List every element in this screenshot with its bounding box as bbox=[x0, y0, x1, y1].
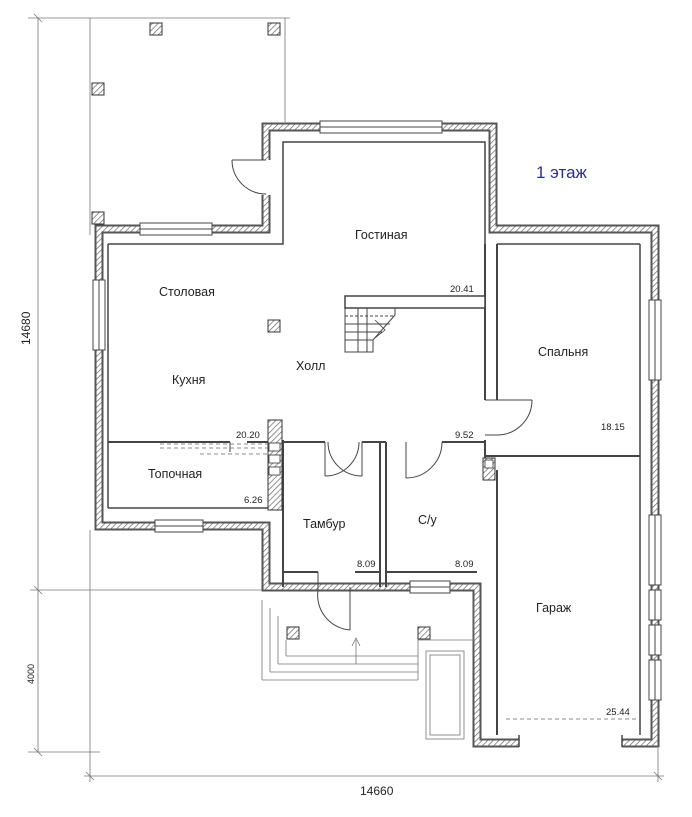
room-name-living: Гостиная bbox=[355, 228, 407, 242]
room-name-bathroom: С/у bbox=[418, 513, 438, 527]
room-name-dining: Столовая bbox=[159, 285, 215, 299]
exterior-walls bbox=[94, 122, 660, 748]
interior-walls bbox=[108, 244, 640, 735]
dimension-total-height: 14680 bbox=[19, 311, 33, 345]
room-name-hall: Холл bbox=[296, 359, 325, 373]
garage-gate bbox=[518, 735, 623, 747]
pipes bbox=[160, 443, 636, 720]
windows bbox=[92, 120, 662, 701]
room-area-hall: 9.52 bbox=[455, 430, 474, 441]
room-name-kitchen: Кухня bbox=[172, 373, 205, 387]
room-area-kitchen: 20.20 bbox=[236, 430, 260, 441]
room-name-vestibule: Тамбур bbox=[303, 517, 345, 531]
room-area-vestibule: 8.09 bbox=[357, 559, 376, 570]
room-name-garage: Гараж bbox=[536, 601, 572, 615]
dimension-lines bbox=[28, 13, 664, 782]
room-name-bedroom: Спальня bbox=[538, 345, 588, 359]
staircase bbox=[344, 295, 486, 353]
room-area-living: 20.41 bbox=[450, 284, 474, 295]
room-area-bedroom: 18.15 bbox=[601, 422, 625, 433]
room-area-bathroom: 8.09 bbox=[455, 559, 474, 570]
entrance-porch bbox=[261, 600, 475, 740]
room-area-garage: 25.44 bbox=[606, 707, 630, 718]
room-area-furnace: 6.26 bbox=[244, 495, 263, 506]
floor-title: 1 этаж bbox=[536, 163, 588, 182]
terrace-columns bbox=[91, 22, 431, 640]
dimension-terrace-depth: 4000 bbox=[26, 664, 36, 684]
chimney-stack bbox=[267, 419, 496, 511]
interior-outline bbox=[107, 141, 641, 735]
door-swings bbox=[229, 159, 533, 631]
room-name-furnace: Топочная bbox=[148, 467, 202, 481]
dimension-total-width: 14660 bbox=[360, 784, 394, 798]
